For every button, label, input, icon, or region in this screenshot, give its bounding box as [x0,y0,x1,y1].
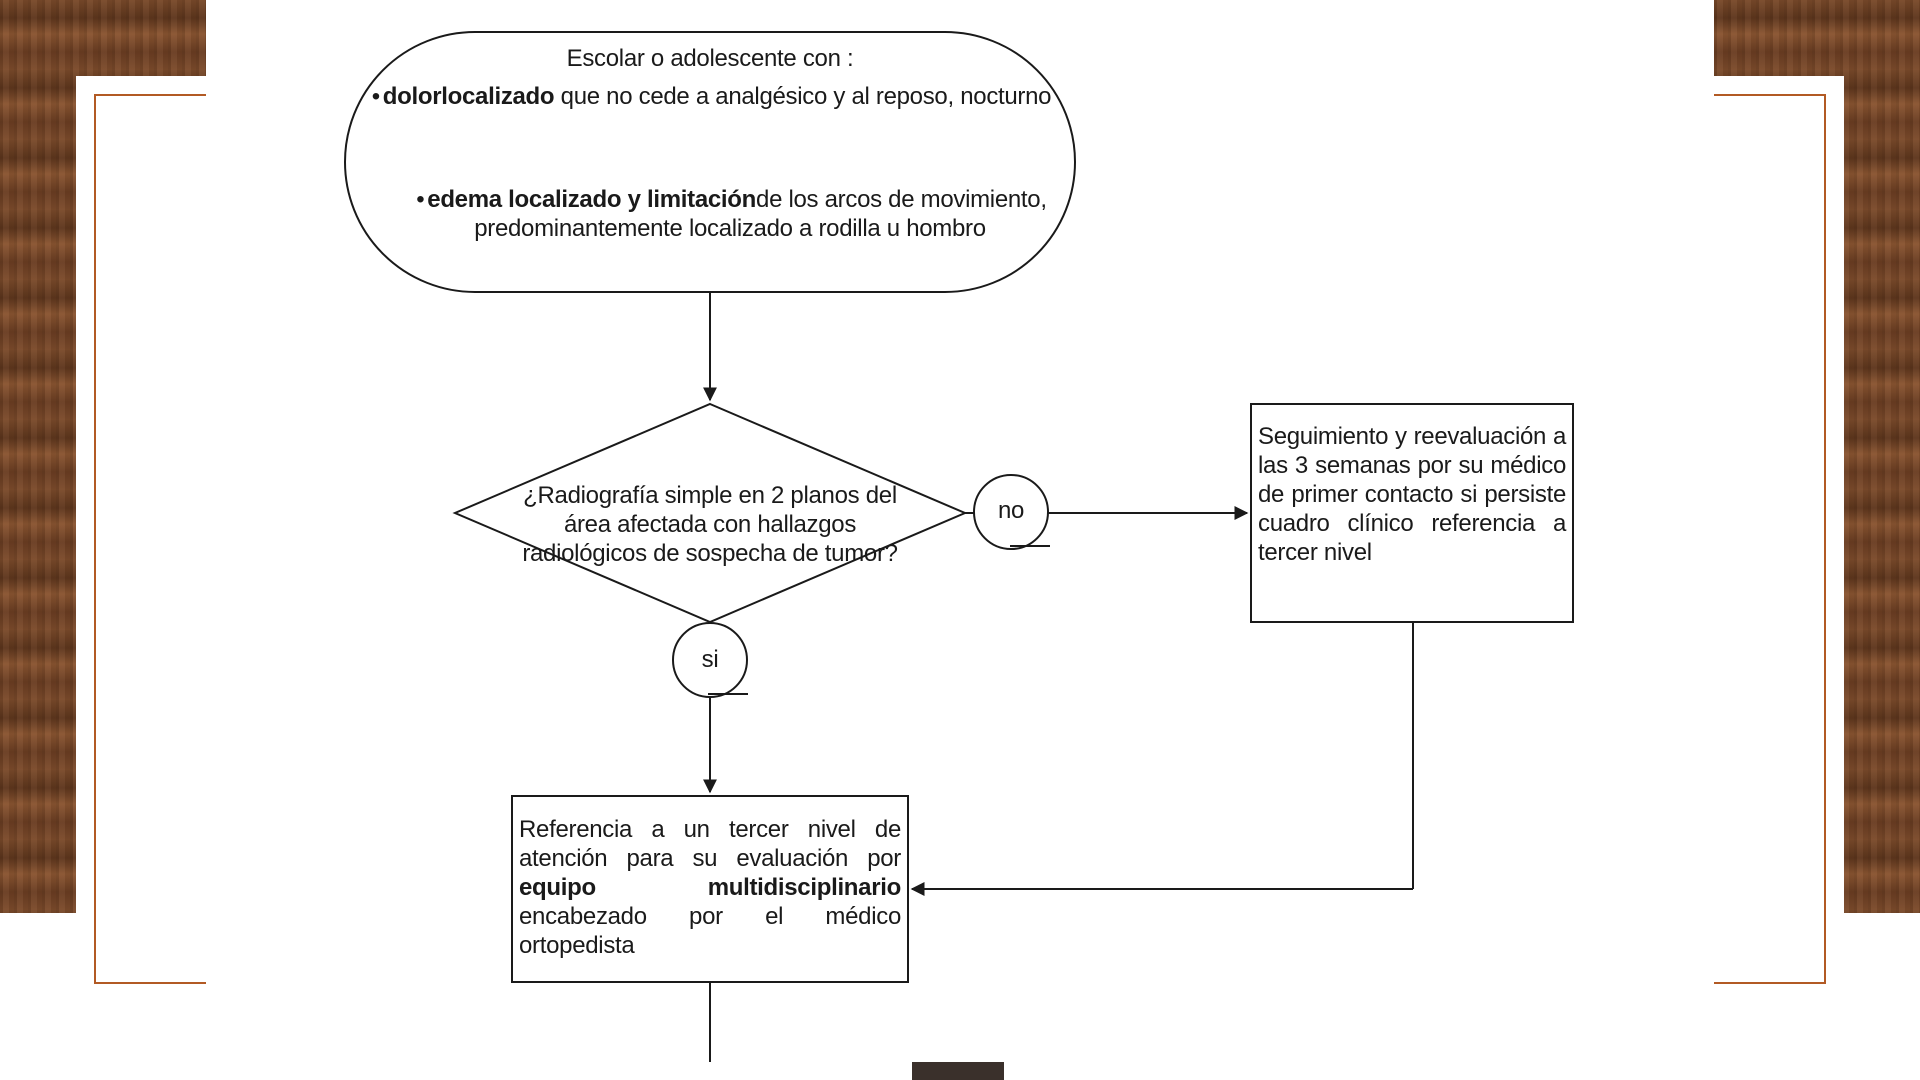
start-node-bullets: •dolorlocalizado que no cede a analgésic… [0,0,1920,242]
si-label: si [701,646,719,673]
slide-card-right [1714,76,1844,1080]
footer-tab [912,1062,1004,1080]
referral-text-bold: equipo multidisciplinario [519,874,901,901]
frame-left-side [94,94,96,984]
frame-right-top [1714,94,1826,96]
frame-right-bottom [1714,982,1826,984]
start-bullet-2-bold: edema localizado y limitación [427,186,757,213]
start-bullet-2-text: de los arcos de movimiento, predominante… [474,186,1047,242]
followup-box-text: Seguimiento y reevaluación a las 3 seman… [1258,423,1566,566]
referral-text-part1: Referencia a un tercer nivel de atención… [519,816,901,872]
referral-box-text: Referencia a un tercer nivel de atención… [519,815,901,960]
start-bullet-1-text: que no cede a analgésico y al reposo, no… [554,83,1052,110]
start-bullet-1: •dolorlocalizado que no cede a analgésic… [360,82,1060,111]
decision-question: ¿Radiografía simple en 2 planos del área… [522,482,898,567]
start-bullet-1-bold: dolorlocalizado [382,83,555,110]
bullet-dot-icon: • [416,186,425,213]
frame-left-top [94,94,206,96]
referral-text-part2: encabezado por el médico ortopedista [519,903,901,959]
no-label: no [997,497,1025,524]
bullet-dot-icon: • [371,83,380,110]
slide-card-left [76,76,206,1080]
frame-left-bottom [94,982,206,984]
start-node-heading: Escolar o adolescente con : [566,45,854,72]
slide-canvas [206,0,1714,1080]
start-bullet-2: •edema localizado y limitaciónde los arc… [400,185,1060,243]
frame-right-side [1824,94,1826,984]
